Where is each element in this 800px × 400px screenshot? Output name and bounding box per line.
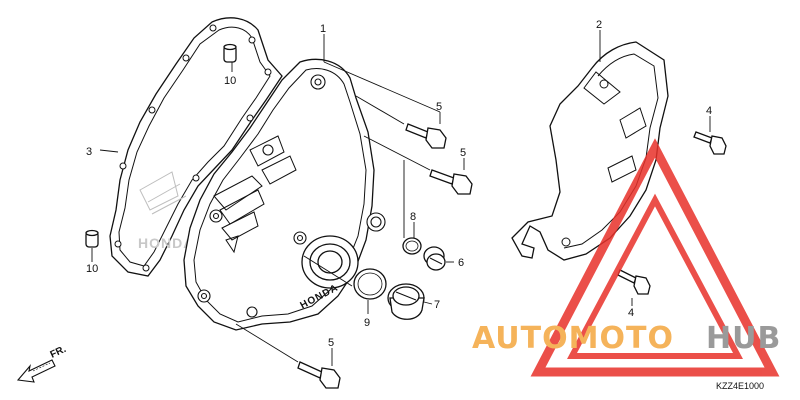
o-ring-part-9[interactable] — [353, 268, 387, 300]
callout-8: 8 — [410, 211, 416, 223]
leader-lines — [91, 30, 711, 366]
cap-part-7[interactable] — [387, 283, 425, 320]
sprocket-cover-part-2[interactable] — [511, 41, 669, 261]
callout-2: 2 — [596, 19, 602, 31]
callout-5-upper: 5 — [436, 101, 442, 113]
cap-part-6[interactable] — [423, 246, 446, 271]
gasket-logo: HONDA — [138, 235, 194, 251]
watermark-brand-right: HUB — [706, 321, 781, 356]
callout-3: 3 — [86, 146, 92, 158]
callout-4-upper: 4 — [706, 105, 712, 117]
callout-9: 9 — [364, 317, 370, 329]
callout-4-lower: 4 — [628, 307, 634, 319]
callout-1: 1 — [320, 23, 326, 35]
watermark-brand: AUTOMOTO HUB — [472, 321, 781, 356]
diagram-code: KZZ4E1000 — [716, 381, 764, 391]
bolt-4-upper[interactable] — [693, 131, 727, 155]
dowel-pin-lower[interactable] — [85, 229, 99, 248]
crankcase-cover-part-1[interactable]: HONDA — [183, 58, 386, 331]
callout-10-upper: 10 — [224, 75, 236, 87]
o-ring-part-8[interactable] — [402, 237, 422, 255]
dowel-pin-upper[interactable] — [223, 43, 237, 63]
front-label: FR. — [49, 344, 68, 361]
callout-labels: 1 2 3 4 4 5 5 5 6 7 8 9 10 10 — [86, 19, 712, 349]
bolt-5-middle[interactable] — [429, 169, 473, 195]
bolt-5-lower[interactable] — [297, 361, 341, 389]
watermark-triangle — [530, 138, 780, 377]
front-direction-indicator: FR. — [16, 344, 68, 383]
callout-5-lower: 5 — [328, 337, 334, 349]
front-arrow-icon — [16, 359, 56, 383]
callout-5-middle: 5 — [460, 147, 466, 159]
bolt-4-lower[interactable] — [617, 269, 651, 295]
gasket-part-3[interactable]: HONDA — [109, 17, 283, 277]
callout-10-lower: 10 — [86, 263, 98, 275]
callout-7: 7 — [434, 299, 440, 311]
watermark-brand-left: AUTOMOTO — [472, 321, 674, 356]
bolt-5-upper[interactable] — [405, 123, 447, 149]
callout-6: 6 — [458, 257, 464, 269]
